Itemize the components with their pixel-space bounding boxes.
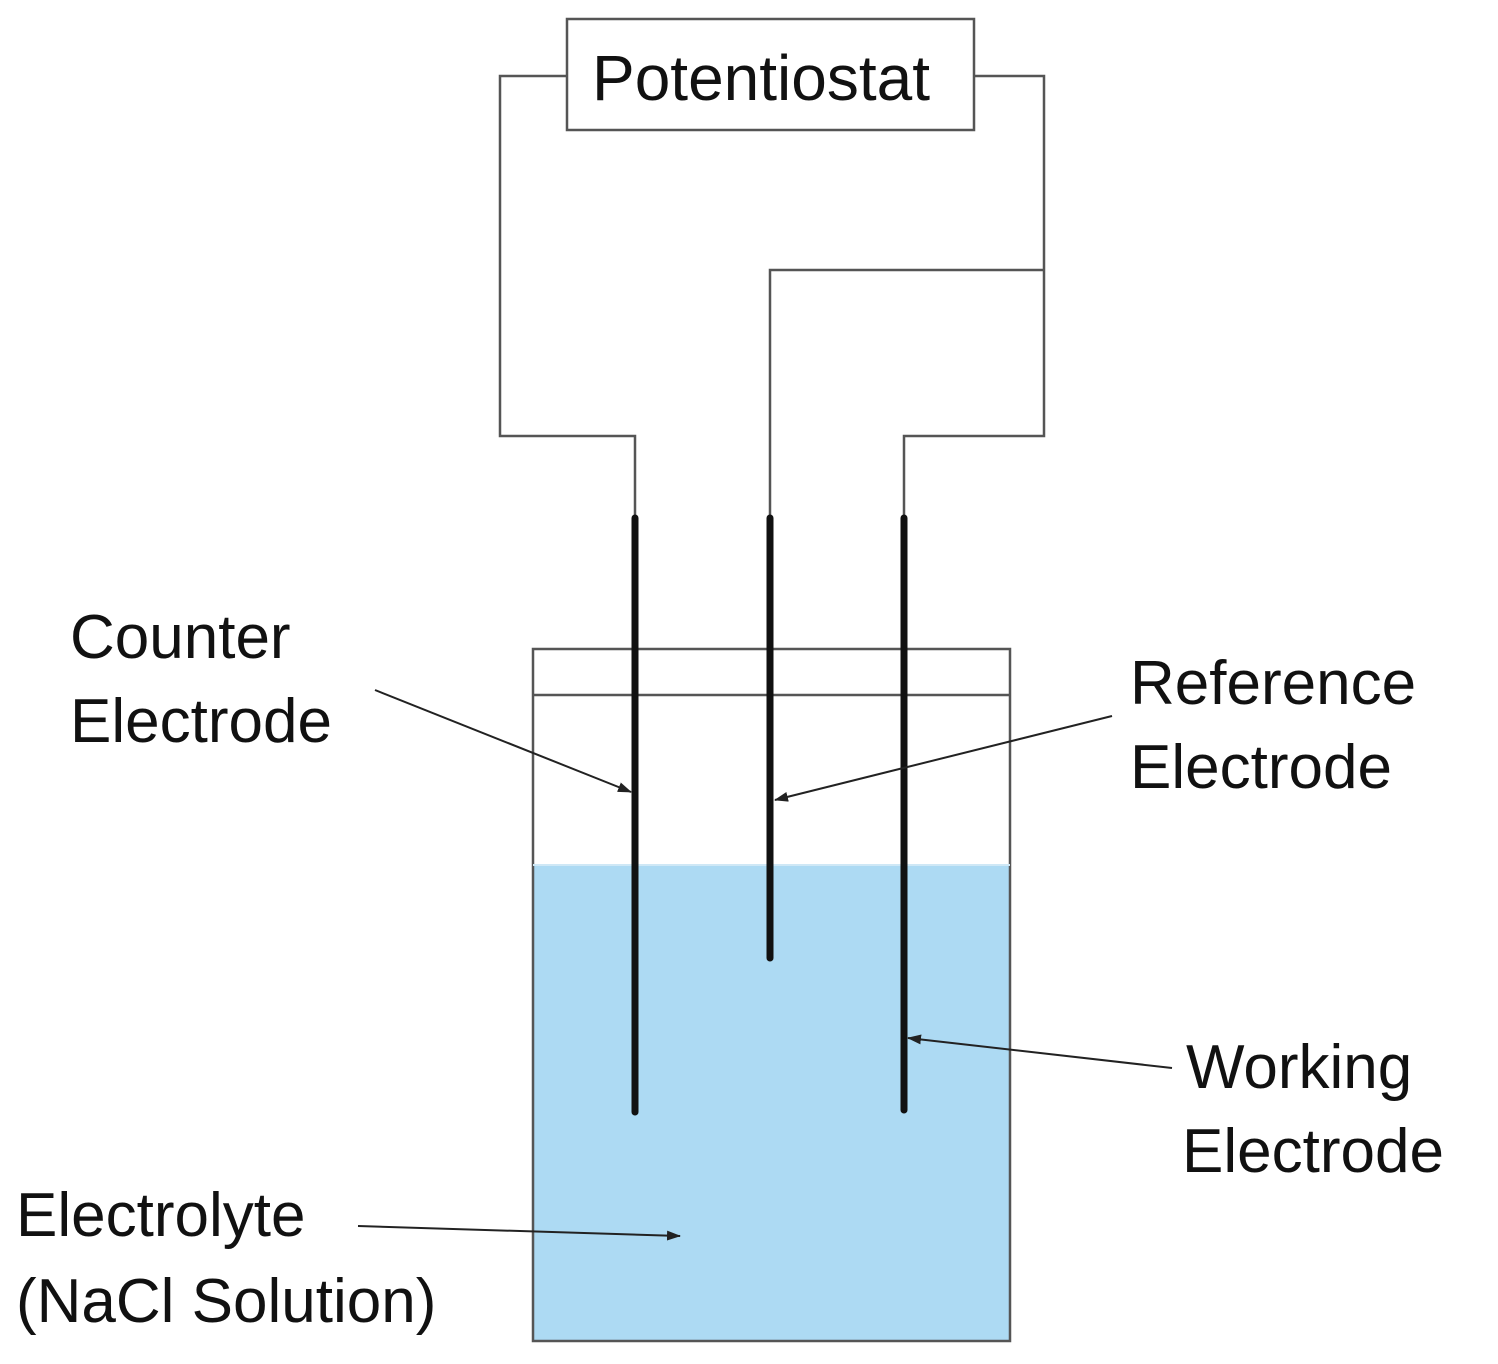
working-arrow [907,1034,1173,1069]
potentiostat-label: Potentiostat [592,42,930,114]
labels: Counter Electrode Reference Electrode Wo… [16,603,1444,1336]
reference-arrow [774,715,1113,802]
electrolyte-arrow [357,1225,681,1241]
electrolyte-label: Electrolyte (NaCl Solution) [16,1181,436,1336]
potentiostat: Potentiostat [565,17,976,132]
electrodes [631,514,908,1116]
potentiostat-box [565,17,976,132]
leader-arrows [357,689,1173,1241]
working-electrode-label: Working Electrode [1182,1033,1444,1186]
counter-wire [498,74,637,518]
reference-electrode-label: Reference Electrode [1130,649,1433,802]
counter-electrode-label: Counter Electrode [70,603,332,756]
wires [498,74,1046,518]
counter-arrow [374,689,632,793]
reference-wire [768,268,1044,518]
working-wire [902,74,1046,518]
